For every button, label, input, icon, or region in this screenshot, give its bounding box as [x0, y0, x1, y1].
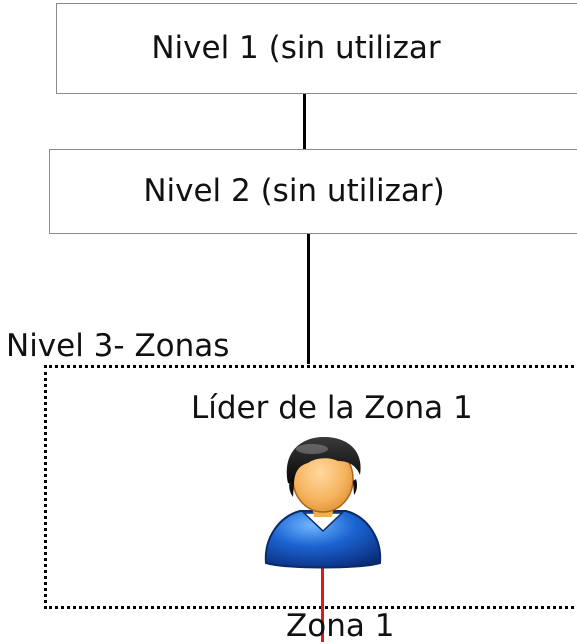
level-1-box: Nivel 1 (sin utilizar — [56, 3, 577, 94]
person-icon — [260, 435, 386, 573]
zone-leader-label: Líder de la Zona 1 — [191, 390, 473, 426]
level-1-label: Nivel 1 (sin utilizar — [151, 30, 441, 66]
connector-level1-level2 — [303, 94, 306, 149]
level-2-box: Nivel 2 (sin utilizar) — [49, 149, 577, 234]
zone-frame — [44, 365, 577, 609]
zone-connector-line — [321, 566, 324, 642]
zone-label: Zona 1 — [286, 608, 395, 644]
level-3-label: Nivel 3- Zonas — [6, 328, 230, 364]
level-2-label: Nivel 2 (sin utilizar) — [143, 173, 445, 209]
connector-level2-zone — [307, 234, 310, 364]
